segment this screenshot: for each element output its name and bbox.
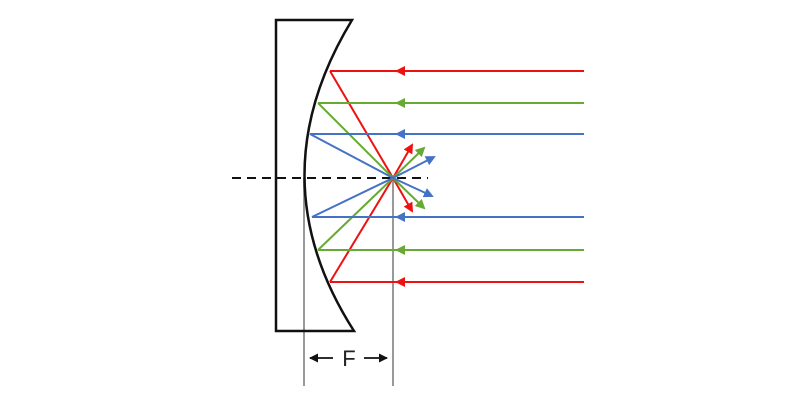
reflected-ray-middle-bottom (317, 177, 394, 251)
diverging-ray-outer-down (392, 177, 413, 213)
reflected-ray-middle-top (317, 102, 394, 179)
focal-length-label: F (342, 346, 355, 371)
diverging-ray-inner-down (392, 177, 434, 198)
diverging-ray-inner-up (392, 156, 436, 179)
ray-pair-outer (329, 66, 584, 287)
reflected-ray-inner-bottom (311, 177, 394, 218)
diverging-ray-outer-up (392, 143, 413, 179)
ray-pair-inner (309, 129, 584, 222)
reflected-ray-inner-top (309, 133, 394, 179)
reflected-ray-outer-top (329, 70, 394, 179)
ray-pair-middle (317, 98, 584, 255)
ray-arrow-inner-top (395, 129, 405, 139)
concave-mirror (274, 18, 357, 333)
diverging-ray-middle-up (392, 146, 426, 179)
reflected-ray-outer-bottom (329, 177, 394, 283)
ray-arrow-middle-top (395, 98, 405, 108)
ray-arrow-outer-top (395, 66, 405, 76)
ray-arrow-inner-bottom (395, 212, 405, 222)
diverging-ray-middle-down (392, 177, 426, 210)
ray-arrow-middle-bottom (395, 245, 405, 255)
ray-arrow-outer-bottom (395, 277, 405, 287)
